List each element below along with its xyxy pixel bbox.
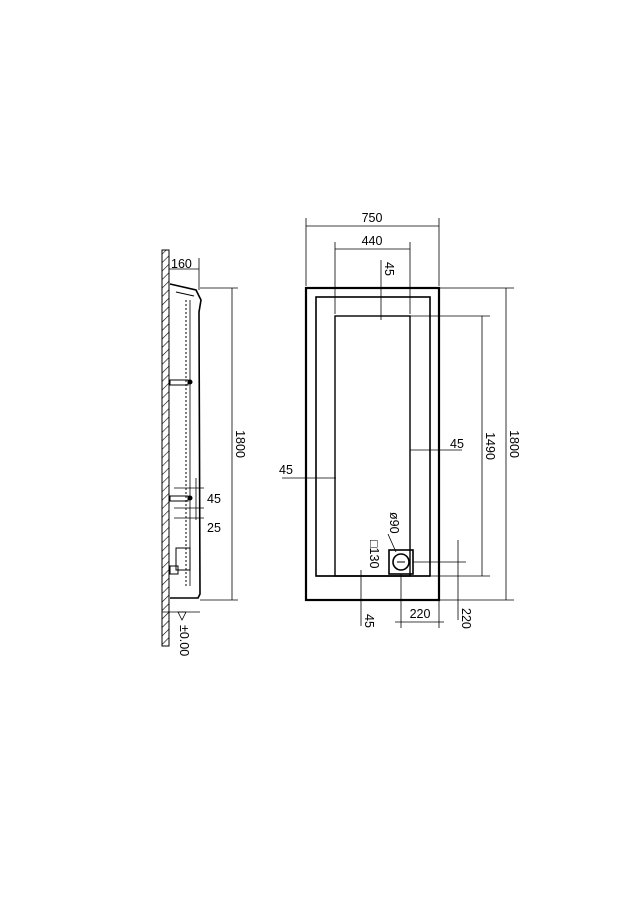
side-depth-dim: 160 (171, 257, 192, 271)
overall-length-dim: 1800 (507, 430, 521, 458)
tray-inner-recess (334, 315, 411, 577)
bottom-rim-dim: 45 (362, 614, 376, 628)
side-fixing-dim: 25 (207, 521, 221, 535)
inner-width-dim: 440 (362, 234, 383, 248)
waste-x-offset-dim: 220 (410, 607, 431, 621)
tray-outer-outline (304, 286, 441, 602)
waste-box-label: □130 (367, 540, 381, 568)
floor-level-label: ±0.00 (177, 625, 191, 656)
top-rim-dim: 45 (382, 262, 396, 276)
side-height-dim: 1800 (233, 430, 247, 458)
inner-length-dim: 1490 (483, 432, 497, 460)
floor-level-marker (177, 611, 187, 621)
left-rim-dim: 45 (279, 463, 293, 477)
tray-profile (169, 283, 202, 599)
overall-width-dim: 750 (362, 211, 383, 225)
waste-diameter-label: ø90 (387, 512, 401, 534)
waste-y-offset-dim: 220 (459, 608, 473, 629)
side-view: 160 1800 45 25 ±0.00 (161, 249, 247, 656)
plan-view: 750 440 45 45 45 1490 1800 220 (279, 211, 521, 629)
tray-rim (315, 296, 431, 577)
right-rim-dim: 45 (450, 437, 464, 451)
fixing-brackets (169, 379, 193, 575)
side-gap-dim: 45 (207, 492, 221, 506)
wall-hatch (161, 249, 170, 647)
